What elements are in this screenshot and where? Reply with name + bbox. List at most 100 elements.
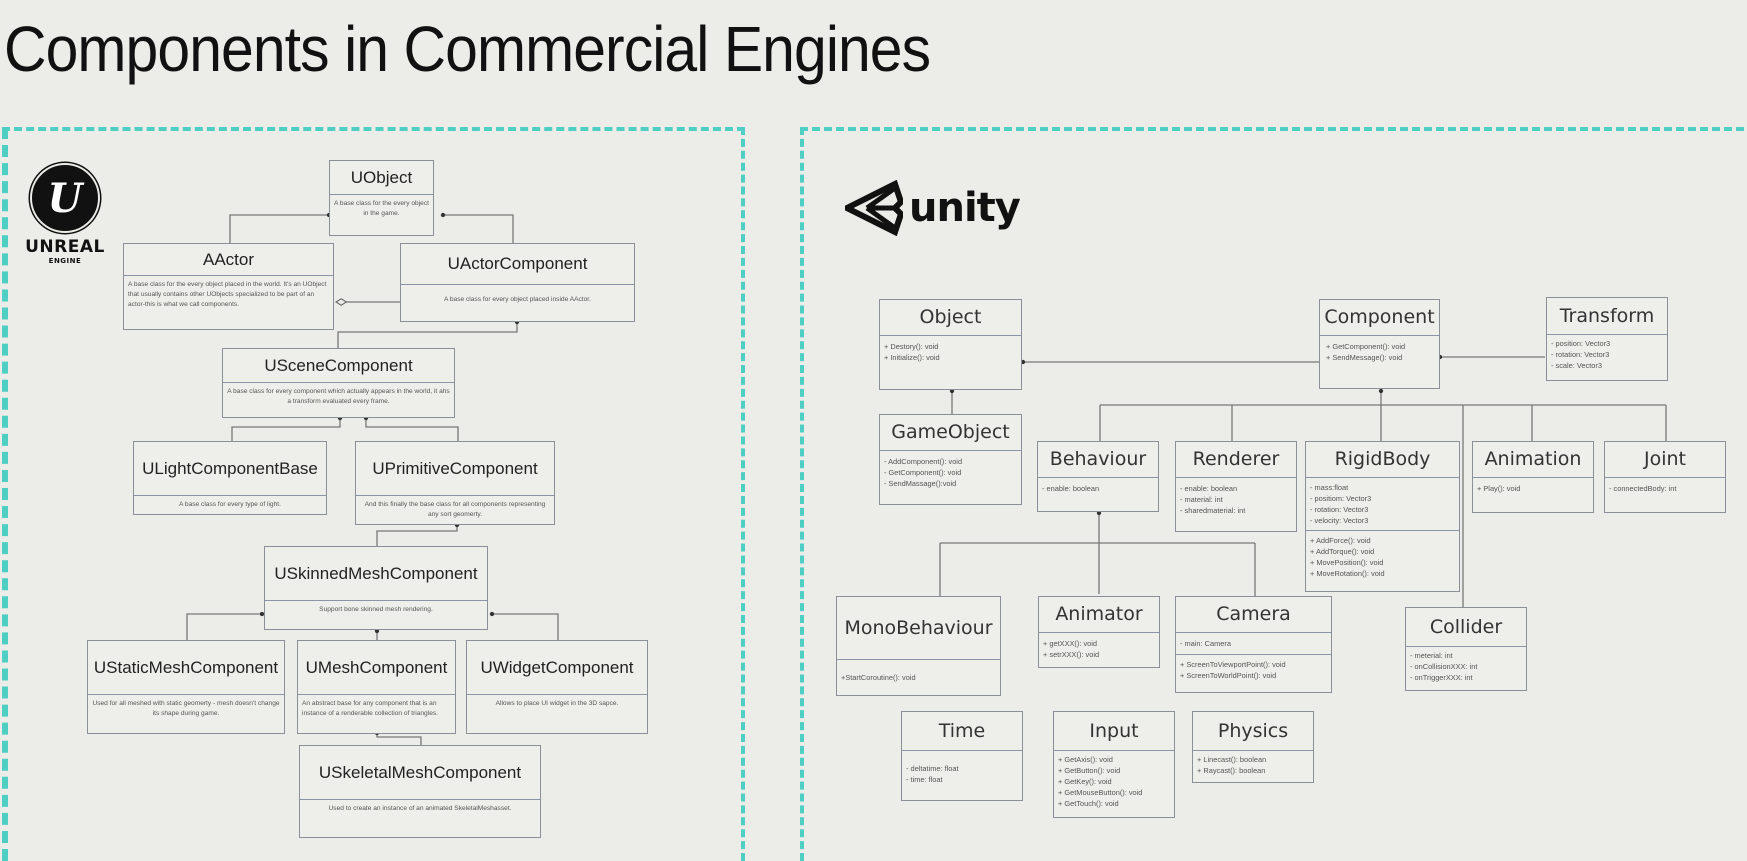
unity-panel: [800, 127, 1747, 861]
class-name: USkeletalMeshComponent: [300, 746, 540, 800]
class-description: A base class for every object placed ins…: [444, 296, 591, 303]
unreal-engine-logo-icon: U: [32, 165, 98, 231]
class-description: A base class for every type of light.: [179, 501, 281, 508]
member: - time: float: [906, 775, 943, 784]
class-fields: - mass:float - positiom: Vector3 - rotatio…: [1306, 478, 1459, 530]
member: + setrXXX(): void: [1043, 650, 1100, 659]
class-name: Joint: [1605, 442, 1725, 478]
member: + Raycast(): boolean: [1197, 766, 1266, 775]
member: + GetKey(): void: [1058, 777, 1112, 786]
member: + SendMessage(): void: [1326, 353, 1403, 362]
class-name: UMeshComponent: [298, 641, 455, 695]
class-name: UStaticMeshComponent: [88, 641, 284, 695]
class-members: + GetComponent(): void + SendMessage(): v…: [1320, 336, 1439, 368]
class-name: UPrimitiveComponent: [356, 442, 554, 496]
member: - connectedBody: int: [1609, 484, 1677, 493]
member: + GetTouch(): void: [1058, 799, 1119, 808]
class-fields: - main: Camera: [1176, 633, 1331, 654]
class-name: UActorComponent: [401, 244, 634, 285]
class-time: Time - deltatime: float- time: float: [901, 711, 1023, 801]
field: - rotation: Vector3: [1310, 505, 1369, 514]
member: + GetButton(): void: [1058, 766, 1121, 775]
member: - AddComponent(): void: [884, 457, 963, 466]
class-object: Object + Destory(): void+ Initialize(): …: [879, 299, 1022, 390]
class-members: - AddComponent(): void- GetComponent(): …: [880, 451, 1021, 494]
class-name: RigidBody: [1306, 442, 1459, 478]
class-members: + Linecast(): boolean + Raycast(): boolea…: [1193, 751, 1313, 781]
class-members: - meterial: int - onCollisionXXX: int - on…: [1406, 647, 1526, 688]
field: - main: Camera: [1180, 639, 1231, 648]
class-ustaticmeshcomponent: UStaticMeshComponent Used for all meshed…: [87, 640, 285, 734]
class-description: A base class for the every object in the…: [334, 200, 429, 217]
unreal-engine-logo: U UNREAL ENGINE: [20, 165, 110, 265]
unity-logo-word: unity: [909, 185, 1021, 231]
method: + MoveRotation(): void: [1310, 569, 1385, 578]
unity-logo: unity: [845, 180, 1021, 236]
class-physics: Physics + Linecast(): boolean + Raycast()…: [1192, 711, 1314, 783]
field: - positiom: Vector3: [1310, 494, 1372, 503]
class-name: UWidgetComponent: [467, 641, 647, 695]
class-renderer: Renderer - enable: boolean - material: in…: [1175, 441, 1297, 532]
class-rigidbody: RigidBody - mass:float - positiom: Vector…: [1305, 441, 1460, 592]
method: + ScreenToViewportPoint(): void: [1180, 660, 1286, 669]
class-members: - enable: boolean- material: int- shared…: [1176, 478, 1296, 521]
member: - onCollisionXXX: int: [1410, 662, 1478, 671]
class-description: Support bone skinned mesh rendering.: [319, 606, 433, 613]
member: - enable: boolean: [1180, 484, 1238, 493]
member: + GetComponent(): void: [1326, 342, 1406, 351]
class-name: Input: [1054, 712, 1174, 751]
method: + MovePosition(): void: [1310, 558, 1384, 567]
member: + GetMouseButton(): void: [1058, 788, 1143, 797]
member: - position: Vector3: [1551, 339, 1611, 348]
class-ulightcomponentbase: ULightComponentBase A base class for eve…: [133, 441, 327, 515]
member: - meterial: int: [1410, 651, 1453, 660]
class-members: + Play(): void: [1473, 478, 1593, 499]
class-members: + getXXX(): void+ setrXXX(): void: [1039, 633, 1159, 665]
class-name: GameObject: [880, 415, 1021, 451]
class-name: Time: [902, 712, 1022, 751]
class-members: + Destory(): void+ Initialize(): void: [880, 336, 1021, 368]
member: + Play(): void: [1477, 484, 1521, 493]
member: - enable: boolean: [1042, 484, 1100, 493]
class-name: Renderer: [1176, 442, 1296, 478]
class-members: - connectedBody: int: [1605, 478, 1725, 499]
class-name: Behaviour: [1038, 442, 1158, 478]
class-animation: Animation + Play(): void: [1472, 441, 1594, 513]
engine-logo-word: ENGINE: [48, 257, 82, 265]
field: - velocity: Vector3: [1310, 516, 1369, 525]
class-gameobject: GameObject - AddComponent(): void- GetCo…: [879, 414, 1022, 505]
method: + ScreenToWorldPoint(): void: [1180, 671, 1277, 680]
unreal-logo-word: UNREAL: [25, 237, 105, 257]
class-members: + GetAxis(): void + GetButton(): void + Ge…: [1054, 751, 1174, 814]
field: - mass:float: [1310, 483, 1349, 492]
class-uwidgetcomponent: UWidgetComponent Allows to place UI widg…: [466, 640, 648, 734]
class-uobject: UObject A base class for the every objec…: [329, 160, 434, 236]
member: - material: int: [1180, 495, 1223, 504]
member: - onTriggerXXX: int: [1410, 673, 1473, 682]
class-name: USkinnedMeshComponent: [265, 547, 487, 601]
class-description: Allows to place UI widget in the 3D sapc…: [495, 700, 619, 707]
class-name: Transform: [1547, 298, 1667, 335]
class-name: USceneComponent: [223, 349, 454, 383]
class-uactorcomponent: UActorComponent A base class for every o…: [400, 243, 635, 322]
class-monobehaviour: MonoBehaviour +StartCoroutine(): void: [836, 596, 1001, 696]
class-name: Physics: [1193, 712, 1313, 751]
class-behaviour: Behaviour - enable: boolean: [1037, 441, 1159, 512]
class-animator: Animator + getXXX(): void+ setrXXX(): vo…: [1038, 596, 1160, 668]
class-name: Animator: [1039, 597, 1159, 633]
unity-logo-icon: [845, 180, 903, 236]
class-joint: Joint - connectedBody: int: [1604, 441, 1726, 513]
class-input: Input + GetAxis(): void + GetButton(): vo…: [1053, 711, 1175, 818]
method: + AddTorque(): void: [1310, 547, 1375, 556]
class-uskeletalmeshcomponent: USkeletalMeshComponent Used to create an…: [299, 745, 541, 838]
member: + Destory(): void: [884, 342, 939, 351]
class-uskinnedmeshcomponent: USkinnedMeshComponent Support bone skinn…: [264, 546, 488, 630]
member: + Linecast(): boolean: [1197, 755, 1267, 764]
class-name: ULightComponentBase: [134, 442, 326, 496]
class-component: Component + GetComponent(): void+ SendMe…: [1319, 299, 1440, 389]
class-name: Camera: [1176, 597, 1331, 633]
class-name: MonoBehaviour: [837, 597, 1000, 660]
member: + GetAxis(): void: [1058, 755, 1113, 764]
class-name: Animation: [1473, 442, 1593, 478]
class-uscenecomponent: USceneComponent A base class for every c…: [222, 348, 455, 418]
